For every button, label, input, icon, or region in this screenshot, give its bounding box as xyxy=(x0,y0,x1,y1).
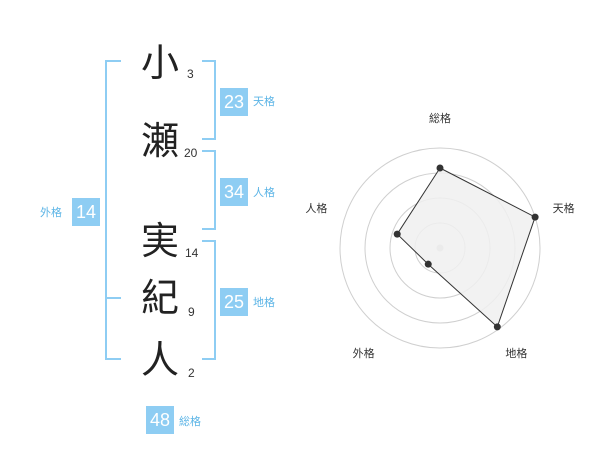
tenkaku-bracket xyxy=(202,60,216,140)
stroke-count-1: 3 xyxy=(187,67,194,81)
radar-grid-ring xyxy=(339,147,541,349)
radar-data-point xyxy=(393,230,401,238)
chikaku-badge: 25 xyxy=(220,288,248,316)
radar-data-point xyxy=(436,164,444,172)
gaikaku-bracket xyxy=(105,60,121,360)
name-char-2: 瀬 xyxy=(141,119,180,163)
stroke-count-2: 20 xyxy=(184,146,198,160)
jinkaku-label: 人格 xyxy=(253,186,275,199)
gaikaku-badge: 14 xyxy=(72,198,100,226)
name-char-4: 紀 xyxy=(141,276,180,320)
radar-axis-label: 外格 xyxy=(353,346,375,360)
radar-axis-label: 地格 xyxy=(505,346,527,360)
gaikaku-label: 外格 xyxy=(40,206,62,219)
radar-data-point xyxy=(493,323,501,331)
chikaku-bracket xyxy=(202,240,216,360)
name-char-1: 小 xyxy=(141,41,180,85)
tenkaku-badge: 23 xyxy=(220,88,248,116)
stroke-count-3: 14 xyxy=(185,246,199,260)
radar-data-point xyxy=(424,260,432,268)
radar-data-polygon xyxy=(396,167,536,328)
radar-axis-label: 天格 xyxy=(553,201,575,215)
radar-axis-label: 総格 xyxy=(429,111,451,125)
jinkaku-bracket xyxy=(202,150,216,230)
name-char-5: 人 xyxy=(141,338,180,382)
radar-data-point xyxy=(531,213,539,221)
soukaku-label: 総格 xyxy=(179,415,201,428)
chikaku-label: 地格 xyxy=(253,296,275,309)
stroke-count-5: 2 xyxy=(188,366,195,380)
jinkaku-badge: 34 xyxy=(220,178,248,206)
gaikaku-bracket-tick xyxy=(105,297,121,299)
radar-axis-label: 人格 xyxy=(305,201,327,215)
tenkaku-label: 天格 xyxy=(253,95,275,108)
name-char-3: 実 xyxy=(141,219,180,263)
stroke-count-4: 9 xyxy=(188,305,195,319)
soukaku-badge: 48 xyxy=(146,406,174,434)
